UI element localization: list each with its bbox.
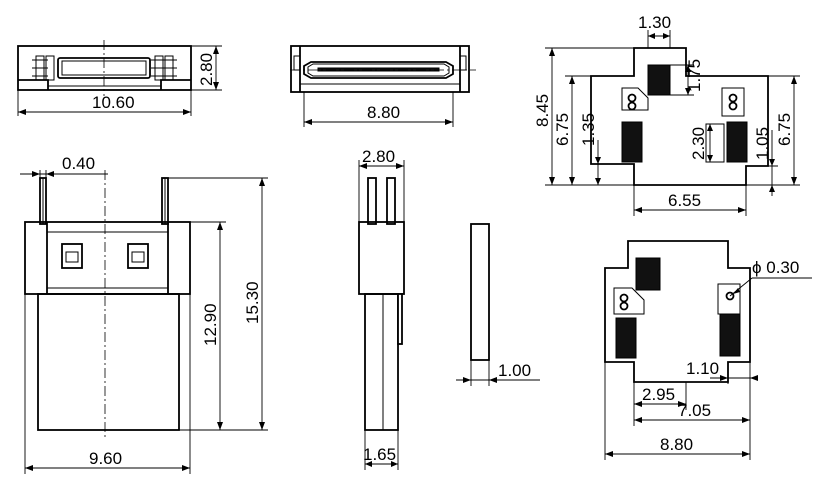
pad-layout-top	[590, 47, 769, 186]
dim-label: 6.55	[668, 191, 701, 210]
dim-pad-slot: 1.75	[670, 59, 704, 96]
pad-right	[726, 121, 748, 163]
dim-side-width: 2.80	[358, 147, 405, 222]
dim-label: ϕ 0.30	[752, 258, 799, 277]
dim-plate-thickness: 1.00	[456, 360, 540, 386]
dim-hole-dia: ϕ 0.30	[729, 258, 812, 297]
dim-pad-right-small: 1.05	[746, 127, 778, 196]
front-connector-view	[17, 40, 192, 96]
dim-label: 2.30	[689, 127, 708, 160]
dim-label: 1.35	[579, 113, 598, 146]
pad-center	[647, 64, 671, 96]
dim-pad-height-left: 6.75	[553, 75, 591, 186]
dim-pcb-small: 1.10	[686, 359, 758, 384]
front-right-latch	[151, 55, 177, 81]
dim-pcb-total: 8.80	[604, 362, 751, 460]
dim-pin-width: 0.40	[20, 154, 108, 178]
dim-top-front-height: 2.80	[191, 45, 222, 91]
pad-left	[621, 121, 643, 163]
dim-label: 1.10	[686, 359, 719, 378]
dim-label: 8.80	[660, 435, 693, 454]
dim-label: 7.05	[678, 401, 711, 420]
dim-pad-inner: 2.30	[689, 124, 713, 162]
dim-label: 12.90	[201, 303, 220, 346]
dim-pad-bottom-width: 6.55	[633, 185, 747, 216]
dim-pcb-mid: 7.05	[633, 384, 751, 426]
dim-label: 8.45	[533, 94, 552, 127]
dim-overall-height: 15.30	[168, 177, 268, 431]
dim-pad-pitch-top: 1.30	[638, 13, 671, 48]
dim-label: 10.60	[92, 93, 135, 112]
dim-pad-left-small: 1.35	[579, 113, 604, 185]
receptacle-front-view	[290, 45, 476, 93]
dim-label: 2.80	[362, 147, 395, 166]
pcb-layout-view	[604, 240, 751, 383]
plate-view	[470, 223, 490, 361]
dim-label: 8.80	[367, 103, 400, 122]
dim-label: 15.30	[243, 281, 262, 324]
connector-side-view	[358, 177, 405, 431]
dim-label: 0.40	[62, 154, 95, 173]
dim-label: 2.95	[642, 385, 675, 404]
dim-pad-height-right: 6.75	[768, 75, 800, 186]
dim-top-mid-width: 8.80	[303, 92, 454, 127]
dim-label: 2.80	[197, 53, 216, 86]
dim-top-front-width: 10.60	[17, 90, 192, 116]
dim-label: 1.05	[753, 127, 772, 160]
dim-label: 9.60	[89, 449, 122, 468]
dim-label: 6.75	[553, 113, 572, 146]
dim-label: 1.30	[638, 13, 671, 32]
dim-body-height: 12.90	[179, 221, 226, 431]
dim-label: 1.65	[363, 445, 396, 464]
dim-label: 6.75	[775, 113, 794, 146]
dim-label: 1.00	[498, 361, 531, 380]
dim-pad-height-outer: 8.45	[533, 47, 634, 186]
dim-side-pin: 1.65	[363, 430, 399, 470]
dim-label: 1.75	[685, 59, 704, 92]
dim-body-width: 9.60	[24, 294, 191, 474]
connector-body-view	[24, 170, 191, 440]
dim-pcb-inner: 2.95	[633, 382, 687, 410]
front-left-latch	[32, 55, 55, 81]
